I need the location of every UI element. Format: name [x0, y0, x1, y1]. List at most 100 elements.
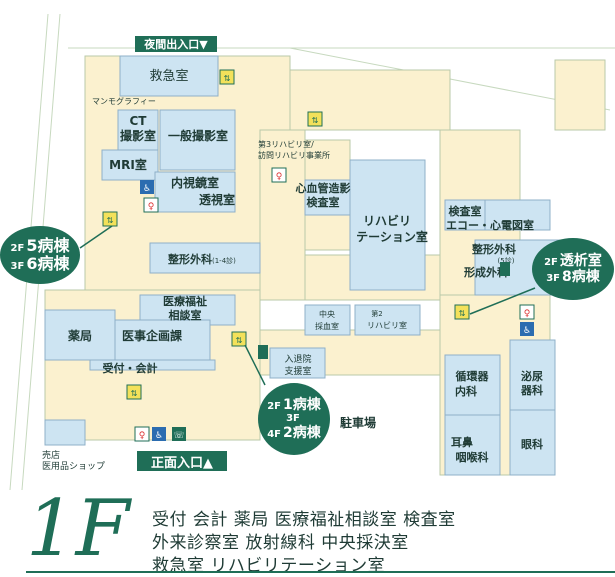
label-lab: 検査室	[449, 204, 482, 218]
elevator-icon: ⇅	[219, 69, 235, 85]
restroom-icon: ♀	[134, 426, 150, 442]
badge-connectors	[79, 225, 536, 386]
label-plastic: 形成外科	[464, 265, 508, 279]
elevator-icon: ⇅	[102, 211, 118, 227]
room-reception	[89, 359, 216, 371]
label-emergency: 救急室	[149, 68, 188, 84]
elevator-icon: ⇅	[454, 304, 470, 320]
label-planning: 医事企画課	[122, 328, 183, 343]
accessible-icon: ♿	[140, 180, 154, 194]
svg-text:⇅: ⇅	[131, 389, 138, 398]
label-rehab-main-2: テーション室	[356, 229, 428, 244]
label-orthopedics-5-note: (5診)	[498, 256, 515, 265]
room-rehab-main	[349, 159, 426, 291]
svg-text:♀: ♀	[139, 431, 146, 441]
elevator-icon: ⇅	[231, 331, 247, 347]
label-general-xray: 一般撮影室	[168, 128, 228, 143]
floor-underline	[26, 571, 615, 573]
svg-text:♀: ♀	[276, 172, 283, 182]
label-cardiology-1: 循環器	[456, 369, 490, 383]
label-ophthalmology: 眼科	[521, 437, 543, 451]
accessible-icon: ♿	[520, 322, 534, 336]
svg-text:♀: ♀	[524, 309, 531, 319]
room-pharmacy	[44, 309, 116, 361]
label-ent-1: 耳鼻	[451, 435, 473, 449]
label-reception: 受付・会計	[103, 361, 158, 375]
main-entrance-label: 正面入口▲	[137, 451, 227, 471]
label-central-2: 採血室	[315, 321, 339, 331]
floor-label: 1F	[26, 484, 130, 574]
label-rehab3-1: 第3リハビリ室/	[258, 139, 314, 149]
label-cardiology-2: 内科	[455, 384, 477, 398]
floor-summary-line-1: 受付 会計 薬局 医療福祉相談室 検査室	[152, 510, 456, 530]
svg-text:⇅: ⇅	[107, 216, 114, 225]
label-rehab2-2: リハビリ室	[367, 320, 407, 330]
label-rehab3-2: 訪問リハビリ事業所	[258, 150, 330, 160]
room-general-xray	[159, 109, 236, 171]
svg-text:♿: ♿	[523, 326, 531, 336]
label-urology-1: 泌尿	[521, 369, 543, 383]
label-discharge-1: 入退院	[284, 353, 311, 365]
label-parking: 駐車場	[340, 415, 376, 430]
restroom-icon: ♀	[271, 167, 287, 183]
svg-text:⇅: ⇅	[224, 74, 231, 83]
label-orthopedics-1-4: 整形外科(1-4診)	[167, 252, 236, 266]
label-welfare-2: 相談室	[169, 308, 202, 322]
label-shop-1: 売店	[42, 449, 60, 461]
room-ophthalmology	[509, 409, 556, 476]
room-echo	[484, 199, 551, 231]
stairs-icon	[500, 262, 510, 276]
room-mri	[101, 149, 159, 181]
label-discharge-2: 支援室	[284, 365, 311, 377]
label-pharmacy: 薬局	[68, 328, 92, 343]
restroom-icon: ♀	[143, 197, 159, 213]
svg-text:♿: ♿	[143, 184, 151, 194]
accessible-icon: ♿	[152, 427, 166, 441]
svg-text:⇅: ⇅	[312, 116, 319, 125]
elevator-icon: ⇅	[126, 384, 142, 400]
room-central	[304, 304, 351, 336]
room-shop	[44, 419, 86, 446]
night-entrance-label: 夜間出入口▼	[135, 36, 217, 52]
label-ct-2: 撮影室	[120, 128, 156, 143]
label-ct-1: CT	[130, 114, 148, 128]
room-rehab2	[354, 304, 421, 336]
svg-text:♿: ♿	[155, 431, 163, 441]
stairs-icon	[258, 345, 268, 359]
rooms	[44, 55, 561, 476]
phone-icon: ☏	[172, 427, 186, 441]
restroom-icon: ♀	[519, 304, 535, 320]
room-emergency	[119, 55, 219, 97]
elevator-icon: ⇅	[307, 111, 323, 127]
room-discharge	[269, 347, 326, 379]
floor-summary-line-2: 外来診察室 放射線科 中央採決室	[152, 533, 409, 553]
room-endoscopy	[154, 171, 236, 213]
room-urology	[509, 339, 556, 411]
label-central-1: 中央	[319, 309, 335, 319]
svg-text:⇅: ⇅	[459, 309, 466, 318]
label-urology-2: 器科	[520, 383, 543, 397]
label-endoscopy: 内視鏡室	[171, 175, 219, 190]
label-cardio-1: 心血管造影	[296, 181, 351, 195]
label-mammography: マンモグラフィー	[92, 96, 156, 106]
label-fluoroscopy: 透視室	[199, 192, 235, 207]
room-ent	[444, 414, 501, 476]
label-shop-2: 医用品ショップ	[42, 461, 105, 472]
room-lab	[444, 199, 486, 231]
label-orthopedics-5: 整形外科	[471, 242, 516, 256]
label-echo: エコー・心電図室	[446, 218, 534, 232]
label-welfare-1: 医療福祉	[163, 294, 207, 308]
label-cardio-2: 検査室	[307, 195, 340, 209]
room-orthopedics-1-4	[149, 242, 261, 274]
svg-text:⇅: ⇅	[236, 336, 243, 345]
room-cardiology	[444, 354, 501, 416]
label-ent-2: 咽喉科	[456, 450, 489, 464]
room-planning	[114, 319, 211, 361]
svg-text:☏: ☏	[173, 431, 184, 441]
room-ct	[117, 109, 159, 151]
label-rehab2-1: 第2	[371, 309, 382, 318]
